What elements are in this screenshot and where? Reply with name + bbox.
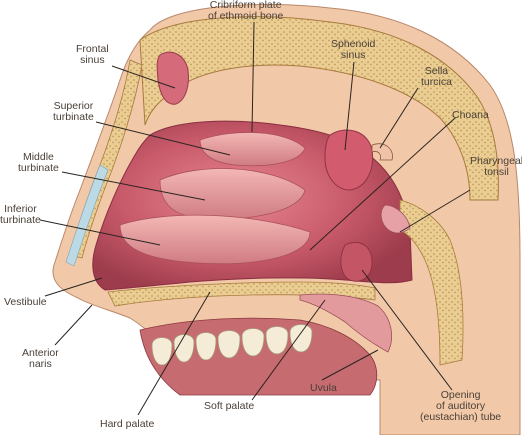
soft-palate [299, 293, 393, 353]
leader-frontal-sinus [111, 65, 176, 89]
label-auditory-tube: Opening of auditory (eustachian) tube [420, 389, 502, 423]
label-superior-turbinate: Superior turbinate [53, 100, 94, 123]
pharyngeal-tonsil [380, 204, 411, 234]
frontal-sinus [156, 51, 189, 105]
label-anterior-naris: Anterior naris [22, 347, 59, 370]
label-frontal-sinus: Frontal sinus [76, 43, 109, 66]
skull-bone [139, 16, 499, 201]
auditory-tube-opening [340, 241, 373, 282]
leader-anterior-naris [54, 304, 93, 346]
label-inferior-turbinate: Inferior turbinate [0, 203, 41, 226]
teeth [151, 324, 313, 366]
pharynx-wall [399, 199, 464, 366]
leader-middle-turbinate [61, 171, 206, 201]
label-hard-palate: Hard palate [100, 418, 155, 430]
label-soft-palate: Soft palate [204, 400, 255, 412]
leader-choana [309, 117, 456, 251]
leader-superior-turbinate [95, 121, 231, 156]
inferior-turbinate [119, 214, 311, 265]
leader-cribriform [251, 21, 255, 133]
middle-turbinate [159, 168, 306, 220]
label-middle-turbinate: Middle turbinate [18, 151, 59, 174]
label-sella-turcica: Sella turcica [421, 65, 452, 88]
label-uvula: Uvula [310, 382, 337, 394]
leader-auditory-tube [361, 269, 453, 391]
leader-uvula [321, 349, 379, 381]
leader-soft-palate [251, 299, 326, 401]
label-sphenoid-sinus: Sphenoid sinus [331, 38, 376, 61]
sella-turcica [371, 143, 393, 161]
label-cribriform: Cribriform plate of ethmoid bone [208, 0, 284, 22]
label-choana: Choana [452, 109, 489, 121]
leader-pharyngeal-tonsil [399, 189, 471, 233]
leader-lines [39, 21, 471, 416]
leader-hard-palate [137, 291, 211, 416]
hard-palate [107, 281, 376, 307]
leader-inferior-turbinate [39, 219, 161, 246]
leader-vestibule [44, 277, 103, 297]
nasal-cartilage [65, 164, 109, 267]
label-pharyngeal-tonsil: Pharyngeal tonsil [470, 155, 522, 178]
superior-turbinate [199, 132, 306, 167]
label-vestibule: Vestibule [4, 296, 47, 308]
leader-sella-turcica [379, 87, 419, 149]
sphenoid-sinus [324, 129, 374, 191]
leader-sphenoid-sinus [344, 61, 355, 151]
